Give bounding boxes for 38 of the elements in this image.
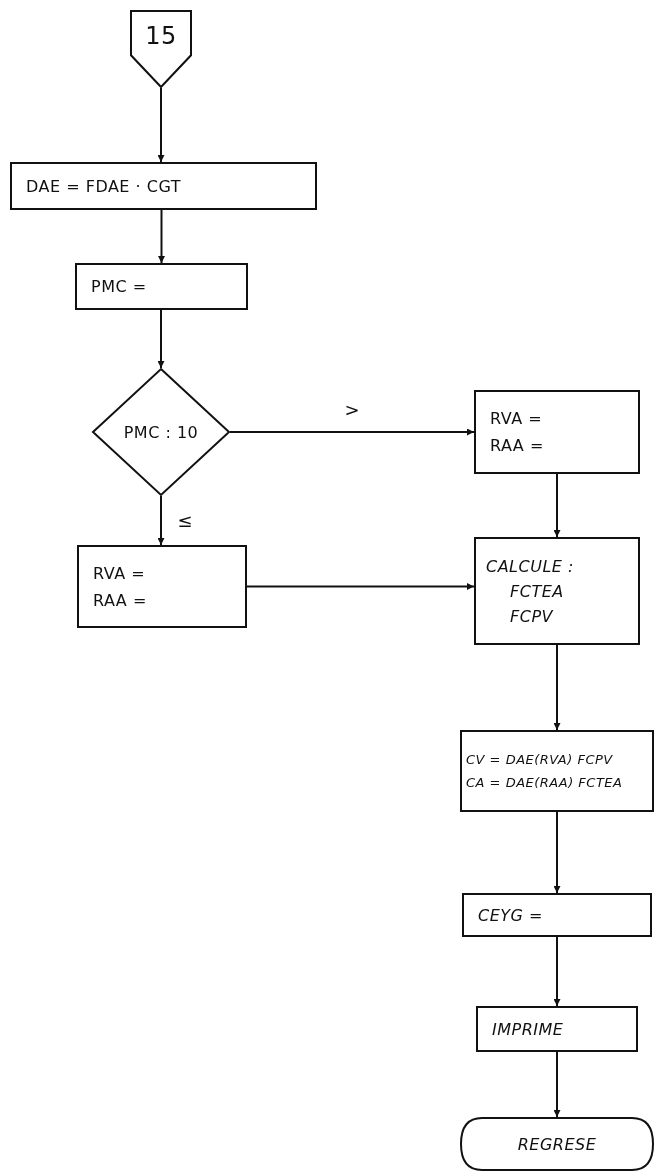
arrow <box>157 87 165 163</box>
terminator <box>460 1117 654 1171</box>
node-text: RAA = <box>490 436 544 455</box>
node-text: CALCULE : <box>486 556 574 576</box>
process-box <box>10 162 317 210</box>
node-text: IMPRIME <box>492 1019 564 1039</box>
node-text: RVA = <box>490 409 543 428</box>
process-box <box>460 730 654 812</box>
process-box <box>476 1006 638 1052</box>
node-text: 15 <box>145 22 177 50</box>
node-text: REGRESE <box>517 1134 597 1154</box>
arrow <box>158 209 165 264</box>
node-text: RAA = <box>93 590 147 610</box>
node-text: CEYG = <box>478 905 543 925</box>
arrow <box>157 309 165 369</box>
arrow <box>553 936 561 1007</box>
process-box <box>75 263 248 310</box>
process-box <box>462 893 652 937</box>
node-text: PMC : 10 <box>123 422 199 442</box>
arrow <box>157 495 165 546</box>
node-text: DAE = FDAE · CGT <box>26 176 181 196</box>
arrow <box>553 644 561 731</box>
decision-diamond <box>92 368 230 496</box>
node-text: FCPV <box>510 606 553 626</box>
process-box <box>474 537 640 645</box>
node-text: PMC = <box>91 277 147 296</box>
arrow <box>553 811 561 894</box>
process-box <box>474 390 640 474</box>
arrow <box>246 583 475 590</box>
arrow <box>229 428 475 436</box>
process-box <box>77 545 247 628</box>
arrow <box>553 473 561 538</box>
node-text: CV = DAE(RVA) FCPV <box>466 752 613 767</box>
node-text: CA = DAE(RAA) FCTEA <box>466 775 623 790</box>
arrow <box>553 1051 561 1118</box>
node-text: RVA = <box>93 563 146 583</box>
node-text: FCTEA <box>510 581 564 601</box>
offpage-connector <box>130 10 192 88</box>
